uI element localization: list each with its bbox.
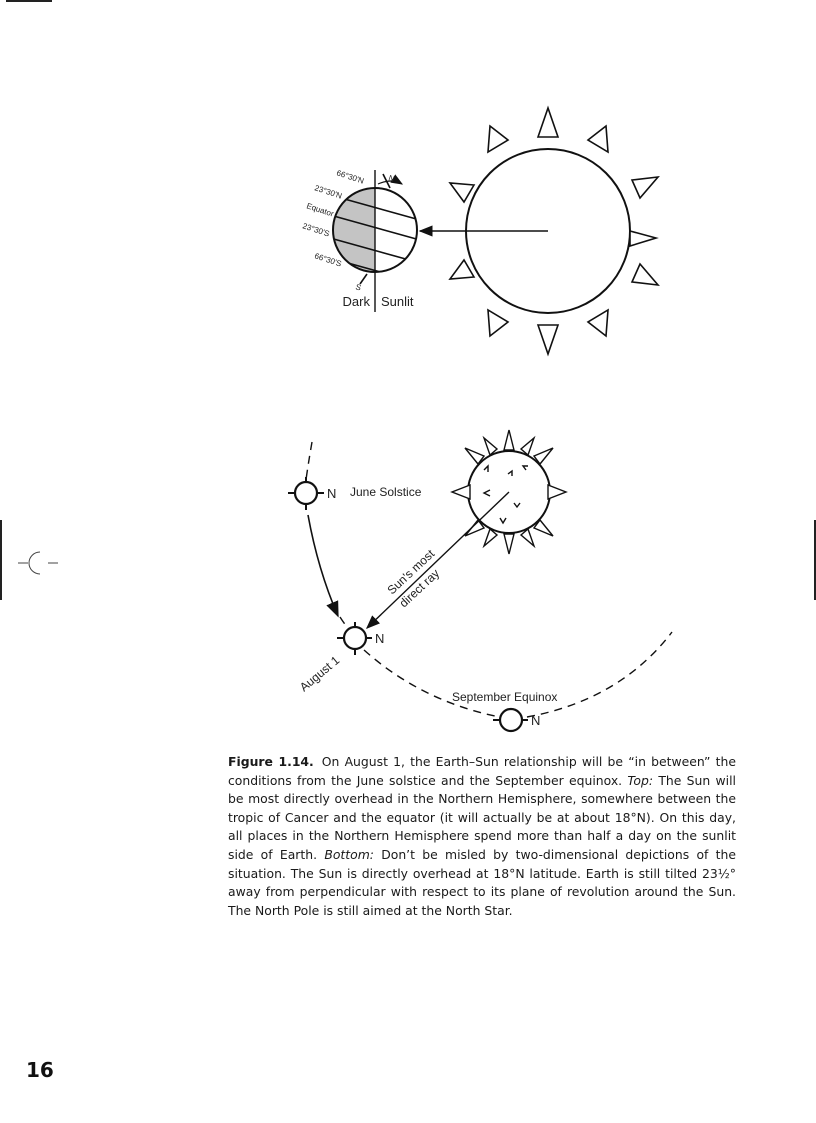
north-marker-august: N bbox=[375, 631, 384, 646]
latitude-label: 66°30'N bbox=[335, 168, 365, 185]
earth-september-equinox bbox=[493, 709, 528, 731]
orbit-path-dashed-top bbox=[306, 442, 312, 480]
earth-june-solstice bbox=[288, 477, 324, 510]
figure-caption: Figure 1.14.On August 1, the Earth–Sun r… bbox=[228, 753, 736, 920]
sunlit-label: Sunlit bbox=[381, 294, 414, 309]
bottom-diagram: N June Solstice bbox=[288, 430, 672, 731]
orbit-path-solid bbox=[308, 515, 338, 616]
september-equinox-label: September Equinox bbox=[452, 690, 557, 704]
latitude-label: Equator bbox=[305, 201, 335, 218]
page-number: 16 bbox=[26, 1058, 54, 1082]
june-solstice-label: June Solstice bbox=[350, 485, 422, 499]
caption-bottom-label: Bottom: bbox=[324, 847, 374, 862]
earth-sun-figure: 66°30'N 23°30'N Equator 23°30'S 66°30'S … bbox=[0, 0, 816, 750]
suns-direct-ray bbox=[367, 492, 509, 628]
earth-top bbox=[330, 170, 420, 312]
caption-top-label: Top: bbox=[627, 773, 653, 788]
earth-august-1 bbox=[337, 622, 372, 655]
latitude-label: 23°30'S bbox=[301, 221, 330, 238]
figure-label: Figure 1.14. bbox=[228, 754, 314, 769]
dark-label: Dark bbox=[343, 294, 371, 309]
north-marker-june: N bbox=[327, 486, 336, 501]
south-pole-label: S bbox=[354, 282, 362, 292]
latitude-label: 23°30'N bbox=[313, 183, 343, 200]
north-marker-september: N bbox=[531, 713, 540, 728]
top-diagram: 66°30'N 23°30'N Equator 23°30'S 66°30'S … bbox=[301, 108, 658, 354]
august-1-label: August 1 bbox=[297, 653, 343, 694]
north-pole-label: N bbox=[387, 173, 395, 183]
latitude-label: 66°30'S bbox=[313, 251, 342, 268]
